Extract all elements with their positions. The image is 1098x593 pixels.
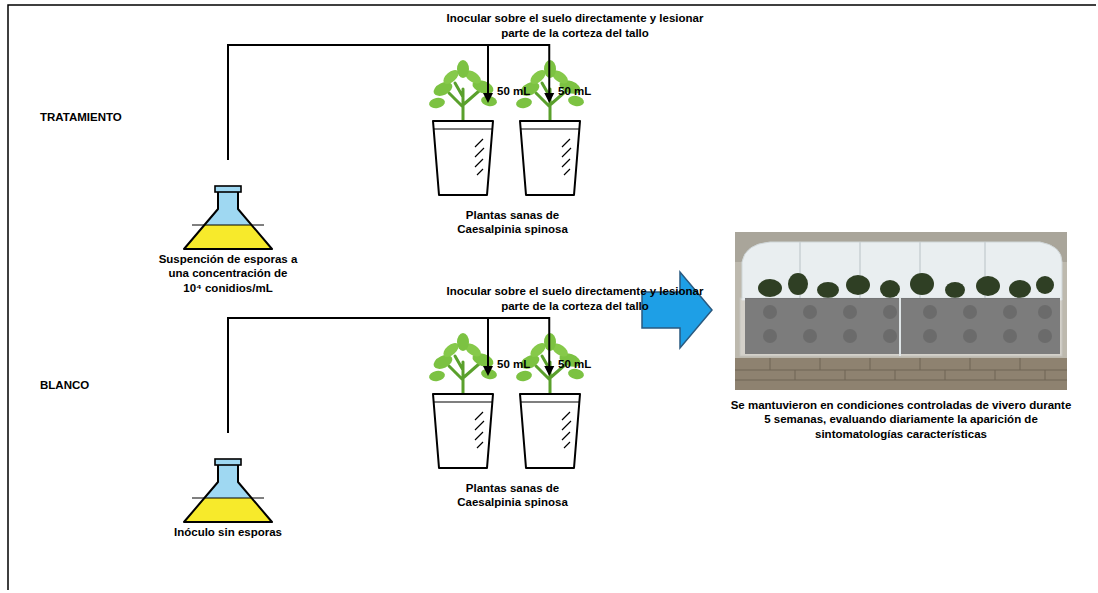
node-text: Plantas sanas de Caesalpinia spinosa xyxy=(452,208,574,237)
flask-spores xyxy=(182,185,274,251)
inoculation-connector xyxy=(228,318,554,433)
diagram-node: Plantas sanas de Caesalpinia spinosa xyxy=(425,376,600,514)
arrow-head xyxy=(544,366,554,376)
arrow-head xyxy=(544,93,554,103)
flask-blank xyxy=(182,458,274,524)
inoculation-connector xyxy=(228,45,554,160)
node-text: Inóculo sin esporas xyxy=(158,525,298,539)
figure-frame xyxy=(8,5,1096,590)
connector-line xyxy=(228,318,549,433)
group-label: TRATAMIENTO xyxy=(40,110,122,124)
volume-label: 50 mL xyxy=(497,357,530,371)
node-text: Suspención de esporas a una concentració… xyxy=(158,252,298,295)
nursery-photo xyxy=(735,232,1067,390)
volume-label: 50 mL xyxy=(558,84,591,98)
connector-line xyxy=(228,45,549,160)
diagram-node: Inóculo sin esporas xyxy=(140,433,316,544)
flow-arrow xyxy=(642,272,712,348)
edge-label: Inocular sobre el suelo directamente y l… xyxy=(439,284,711,313)
diagram-node: Plantas sanas de Caesalpinia spinosa xyxy=(425,103,600,241)
group-label: BLANCO xyxy=(40,378,89,392)
edge-label: Inocular sobre el suelo directamente y l… xyxy=(439,11,711,40)
node-text: Se mantuvieron en condiciones controlada… xyxy=(728,398,1074,441)
volume-label: 50 mL xyxy=(558,357,591,371)
volume-label: 50 mL xyxy=(497,84,530,98)
arrow-head xyxy=(483,366,493,376)
diagram-node: Se mantuvieron en condiciones controlada… xyxy=(728,232,1074,446)
arrow-head xyxy=(483,93,493,103)
node-text: Plantas sanas de Caesalpinia spinosa xyxy=(452,481,574,510)
diagram-node: Suspención de esporas a una concentració… xyxy=(140,160,316,300)
